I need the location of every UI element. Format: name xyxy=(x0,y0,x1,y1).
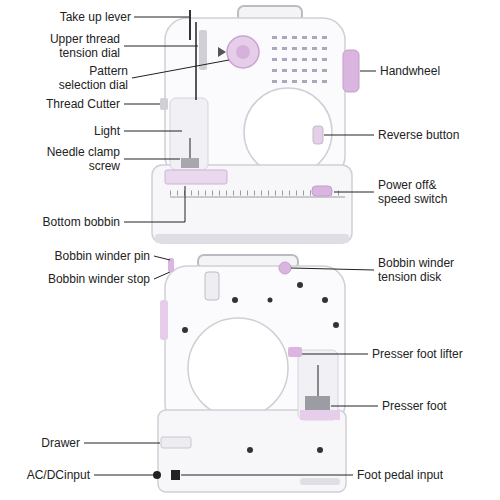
part-label: Foot pedal input xyxy=(357,468,495,482)
part-label: Bottom bobbin xyxy=(5,215,120,229)
part-label: Presser foot lifter xyxy=(372,347,496,361)
part-label: Needle clamp screw xyxy=(30,145,120,173)
part-label: Power off& speed switch xyxy=(378,178,468,206)
part-label: Thread Cutter xyxy=(5,97,120,111)
part-label: Reverse button xyxy=(378,128,493,142)
part-label: Bobbin winder stop xyxy=(5,272,150,286)
part-label: Handwheel xyxy=(380,64,490,78)
part-label: Bobbin winder pin xyxy=(5,249,150,263)
part-label: Light xyxy=(5,124,120,138)
part-label: Take up lever xyxy=(3,10,131,24)
part-label: Drawer xyxy=(5,436,80,450)
part-label: Upper thread tension dial xyxy=(25,32,120,60)
part-label: Presser foot xyxy=(382,399,492,413)
part-label: Pattern selection dial xyxy=(43,64,128,92)
part-label: AC/DCinput xyxy=(5,468,90,482)
part-label: Bobbin winder tension disk xyxy=(378,256,473,284)
